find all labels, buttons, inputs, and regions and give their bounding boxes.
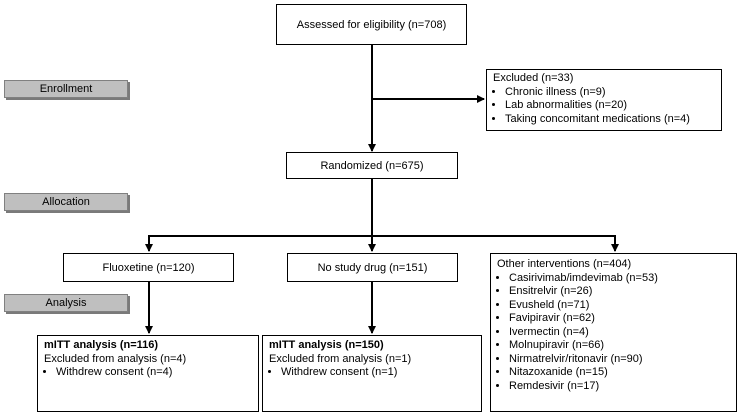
no-drug-text: No study drug (n=151) [317,261,428,274]
other-interventions-title: Other interventions (n=404) [497,258,632,270]
assessed-box: Assessed for eligibility (n=708) [276,4,467,45]
randomized-box: Randomized (n=675) [286,152,458,179]
mitt-count: (n=116) [116,339,159,351]
assessed-text: Assessed for eligibility (n=708) [296,18,447,31]
no-drug-box: No study drug (n=151) [287,253,458,282]
intervention-item: Nirmatrelvir/ritonavir (n=90) [509,353,730,367]
other-interventions-list: Casirivimab/imdevimab (n=53) Ensitrelvir… [497,272,730,394]
intervention-item: Casirivimab/imdevimab (n=53) [509,272,730,286]
analysis-excluded-text: Excluded from analysis (n=4) [44,352,187,365]
analysis-excluded-text: Excluded from analysis (n=1) [269,352,412,365]
excluded-item: Taking concomitant medications (n=4) [505,113,715,127]
analysis-no-drug-list: Withdrew consent (n=1) [269,366,475,380]
excluded-list: Chronic illness (n=9) Lab abnormalities … [493,86,715,127]
excluded-box: Excluded (n=33) Chronic illness (n=9) La… [486,69,722,131]
analysis-fluoxetine-list: Withdrew consent (n=4) [44,366,252,380]
excluded-title: Excluded (n=33) [493,72,574,84]
mitt-label: mITT analysis [44,339,117,351]
fluoxetine-text: Fluoxetine (n=120) [102,261,195,274]
analysis-exclusion-item: Withdrew consent (n=4) [56,366,252,380]
intervention-item: Favipiravir (n=62) [509,312,730,326]
mitt-count: (n=150) [341,339,384,351]
fluoxetine-box: Fluoxetine (n=120) [63,253,234,282]
other-interventions-box: Other interventions (n=404) Casirivimab/… [490,253,737,412]
analysis-no-drug-heading: mITT analysis (n=150) [269,339,475,353]
intervention-item: Evusheld (n=71) [509,299,730,313]
intervention-item: Ensitrelvir (n=26) [509,285,730,299]
stage-allocation-label: Allocation [42,196,90,208]
excluded-item: Chronic illness (n=9) [505,86,715,100]
intervention-item: Ivermectin (n=4) [509,326,730,340]
intervention-item: Remdesivir (n=17) [509,380,730,394]
stage-enrollment: Enrollment [4,80,128,98]
stage-analysis-label: Analysis [45,297,87,309]
analysis-fluoxetine-box: mITT analysis (n=116) Excluded from anal… [37,335,259,412]
analysis-exclusion-item: Withdrew consent (n=1) [281,366,475,380]
excluded-item: Lab abnormalities (n=20) [505,99,715,113]
analysis-no-drug-box: mITT analysis (n=150) Excluded from anal… [262,335,482,412]
randomized-text: Randomized (n=675) [320,159,424,172]
stage-enrollment-label: Enrollment [39,83,93,95]
analysis-fluoxetine-heading: mITT analysis (n=116) [44,339,252,353]
intervention-item: Nitazoxanide (n=15) [509,366,730,380]
intervention-item: Molnupiravir (n=66) [509,339,730,353]
stage-analysis: Analysis [4,294,128,312]
mitt-label: mITT analysis [269,339,342,351]
stage-allocation: Allocation [4,193,128,211]
